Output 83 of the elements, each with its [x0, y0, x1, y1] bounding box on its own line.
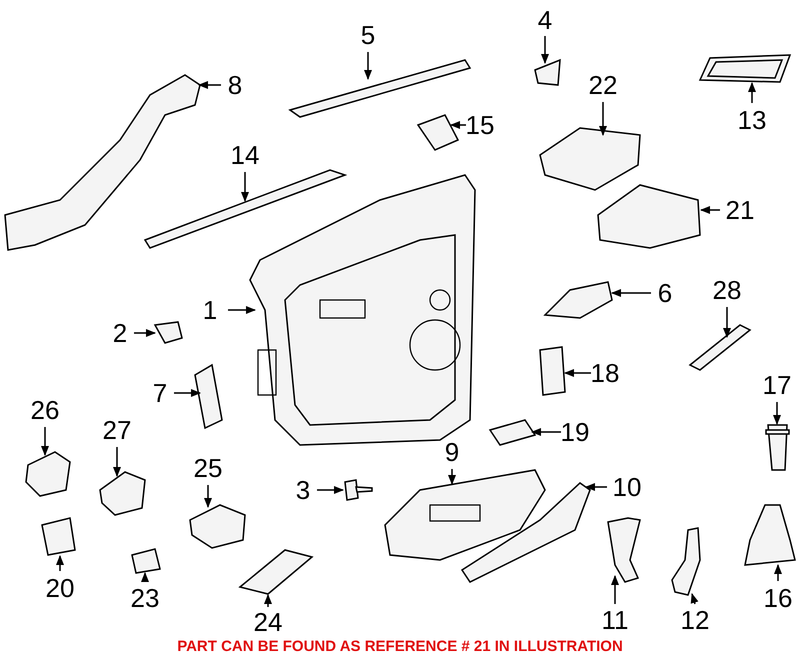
badge-drawing — [698, 54, 792, 83]
leader-arrow — [364, 52, 372, 80]
leader-arrow — [56, 555, 64, 571]
callout-number: 6 — [658, 279, 672, 307]
air-duct-drawing — [4, 74, 201, 251]
callout-number: 3 — [296, 476, 310, 504]
lamp-socket-drawing — [744, 504, 796, 566]
leader-arrow — [748, 82, 756, 103]
leader-arrow — [585, 483, 607, 491]
callout-number: 16 — [764, 584, 792, 612]
window-switch-drawing — [597, 184, 701, 249]
callout-number: 11 — [602, 606, 628, 634]
trim-strip-drawing — [144, 169, 348, 249]
callout-number: 10 — [612, 473, 642, 501]
callout-number: 4 — [538, 6, 552, 34]
callout-number: 23 — [130, 584, 160, 612]
callout-number: 9 — [444, 438, 460, 466]
callout-number: 21 — [726, 196, 754, 224]
armrest-drawing — [384, 469, 546, 561]
leader-arrow — [317, 486, 344, 494]
callout-number: 12 — [680, 606, 710, 634]
leader-arrow — [198, 81, 221, 89]
callout-number: 22 — [588, 71, 618, 99]
leader-arrow — [134, 329, 156, 337]
leader-arrow — [204, 485, 212, 508]
callout-number: 20 — [46, 574, 74, 602]
leader-arrow — [531, 428, 561, 436]
leader-arrow — [113, 447, 121, 477]
callout-number: 24 — [254, 608, 282, 636]
callout-number: 2 — [112, 319, 128, 347]
callout-number: 18 — [590, 359, 620, 387]
bulb-drawing — [765, 424, 790, 471]
callout-number: 7 — [152, 379, 168, 407]
leader-arrow — [723, 307, 731, 338]
callout-number: 5 — [360, 21, 376, 49]
leader-arrow — [611, 289, 651, 297]
callout-number: 27 — [102, 416, 132, 444]
reference-note: PART CAN BE FOUND AS REFERENCE # 21 IN ILLUSTRATION — [176, 638, 624, 655]
module-drawing — [539, 346, 566, 396]
leader-arrow — [264, 594, 272, 607]
callout-number: 28 — [712, 276, 742, 304]
callout-number: 19 — [560, 418, 590, 446]
screw-drawing — [344, 479, 373, 501]
speaker-grille-drawing — [194, 364, 223, 430]
bezel-drawing — [238, 549, 314, 595]
clip-drawing — [154, 321, 183, 344]
pull-handle-drawing — [607, 517, 641, 583]
switch-drawing — [131, 548, 161, 574]
switch-drawing — [41, 517, 76, 556]
leader-arrow — [774, 564, 782, 581]
switch-drawing — [25, 451, 71, 497]
callout-number: 17 — [762, 371, 792, 399]
leader-arrow — [241, 172, 249, 202]
callout-number: 14 — [230, 141, 260, 169]
leader-arrow — [773, 402, 781, 425]
trim-strip-drawing — [460, 482, 591, 583]
leader-arrow — [564, 369, 591, 377]
leader-arrow — [611, 575, 619, 604]
handle-bezel-drawing — [543, 281, 613, 319]
leader-arrow — [541, 36, 549, 64]
trim-piece-drawing — [688, 324, 752, 371]
switch-drawing — [99, 471, 146, 516]
pull-handle-drawing — [671, 527, 701, 596]
leader-arrow — [141, 572, 149, 582]
cover-drawing — [416, 114, 460, 151]
leader-arrow — [450, 121, 466, 129]
leader-arrow — [700, 206, 720, 214]
leader-arrow — [228, 306, 256, 314]
callout-number: 13 — [738, 106, 766, 134]
leader-arrow — [448, 469, 456, 485]
switch-drawing — [189, 504, 246, 549]
switch-bezel-drawing — [539, 127, 641, 191]
leader-arrow — [599, 102, 607, 136]
callout-number: 26 — [30, 396, 60, 424]
leader-arrow — [690, 593, 698, 604]
callout-number: 15 — [466, 111, 494, 139]
trim-piece-drawing — [534, 58, 561, 86]
callout-number: 25 — [194, 454, 222, 482]
lamp-drawing — [488, 419, 536, 446]
callout-number: 1 — [202, 296, 218, 324]
leader-arrow — [41, 427, 49, 456]
callout-number: 8 — [228, 71, 242, 99]
leader-arrow — [174, 389, 201, 397]
